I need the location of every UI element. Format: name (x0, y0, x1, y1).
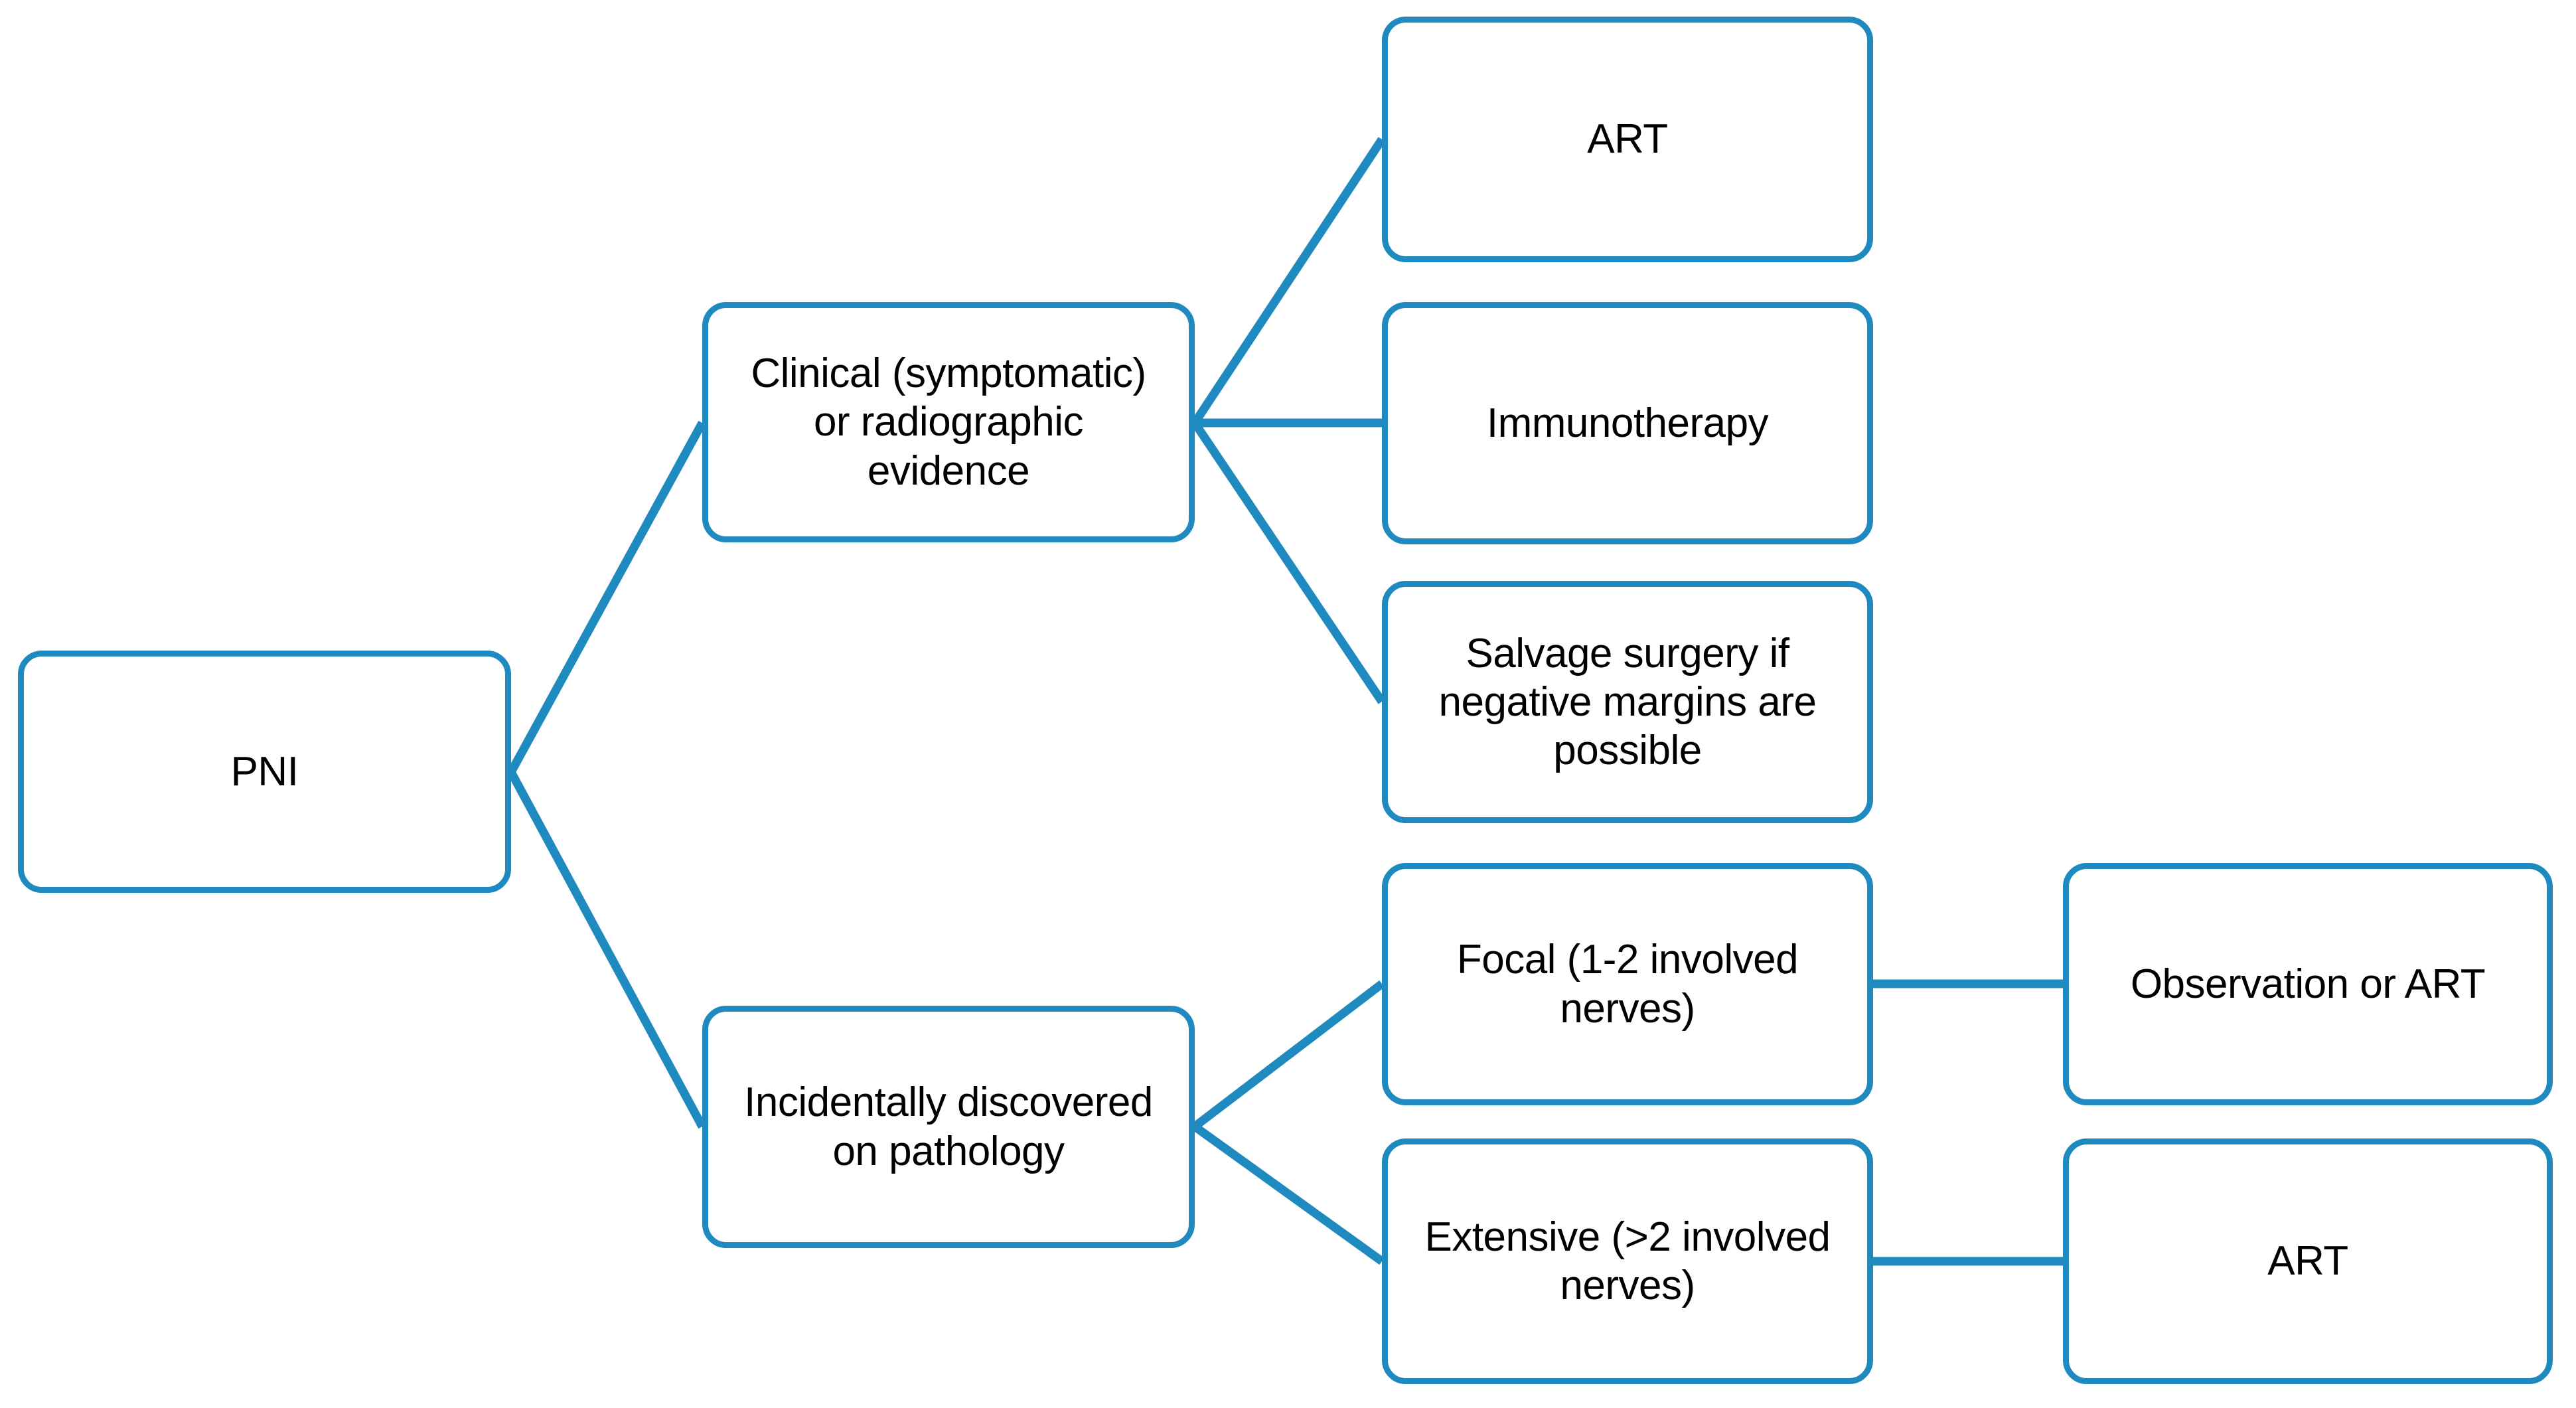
node-observation-or-art[interactable]: Observation or ART (2063, 863, 2553, 1105)
node-incidentally-discovered[interactable]: Incidentally discovered on pathology (702, 1006, 1195, 1248)
node-extensive-label: Extensive (>2 involved nerves) (1424, 1213, 1831, 1308)
node-observation-or-art-label: Observation or ART (2130, 961, 2486, 1007)
node-immunotherapy[interactable]: Immunotherapy (1382, 302, 1873, 544)
node-clinical-label: Clinical (symptomatic) or radiographic e… (751, 351, 1146, 494)
edge-pni-to-incidental (507, 769, 706, 1129)
edge-clinical-to-art-top (1191, 137, 1386, 426)
node-art-bottom-label: ART (2267, 1238, 2348, 1285)
edge-pni-to-clinical (507, 420, 706, 775)
node-focal-label: Focal (1-2 involved nerves) (1456, 937, 1799, 1032)
node-salvage-surgery[interactable]: Salvage surgery if negative margins are … (1382, 581, 1873, 823)
node-art-top-label: ART (1587, 116, 1668, 163)
node-focal-involvement[interactable]: Focal (1-2 involved nerves) (1382, 863, 1873, 1105)
node-clinical-or-radiographic[interactable]: Clinical (symptomatic) or radiographic e… (702, 302, 1195, 542)
node-extensive-involvement[interactable]: Extensive (>2 involved nerves) (1382, 1138, 1873, 1384)
node-art-bottom[interactable]: ART (2063, 1138, 2553, 1384)
node-pni-label: PNI (230, 748, 299, 795)
node-incidental-label: Incidentally discovered on pathology (744, 1079, 1153, 1174)
node-art-top[interactable]: ART (1382, 17, 1873, 262)
node-immunotherapy-label: Immunotherapy (1486, 400, 1769, 446)
edge-incidental-to-extensive (1192, 1123, 1385, 1265)
edge-clinical-to-salvage (1191, 420, 1386, 704)
node-salvage-label: Salvage surgery if negative margins are … (1438, 630, 1817, 774)
edge-incidental-to-focal (1192, 980, 1385, 1131)
node-pni[interactable]: PNI (18, 651, 511, 893)
